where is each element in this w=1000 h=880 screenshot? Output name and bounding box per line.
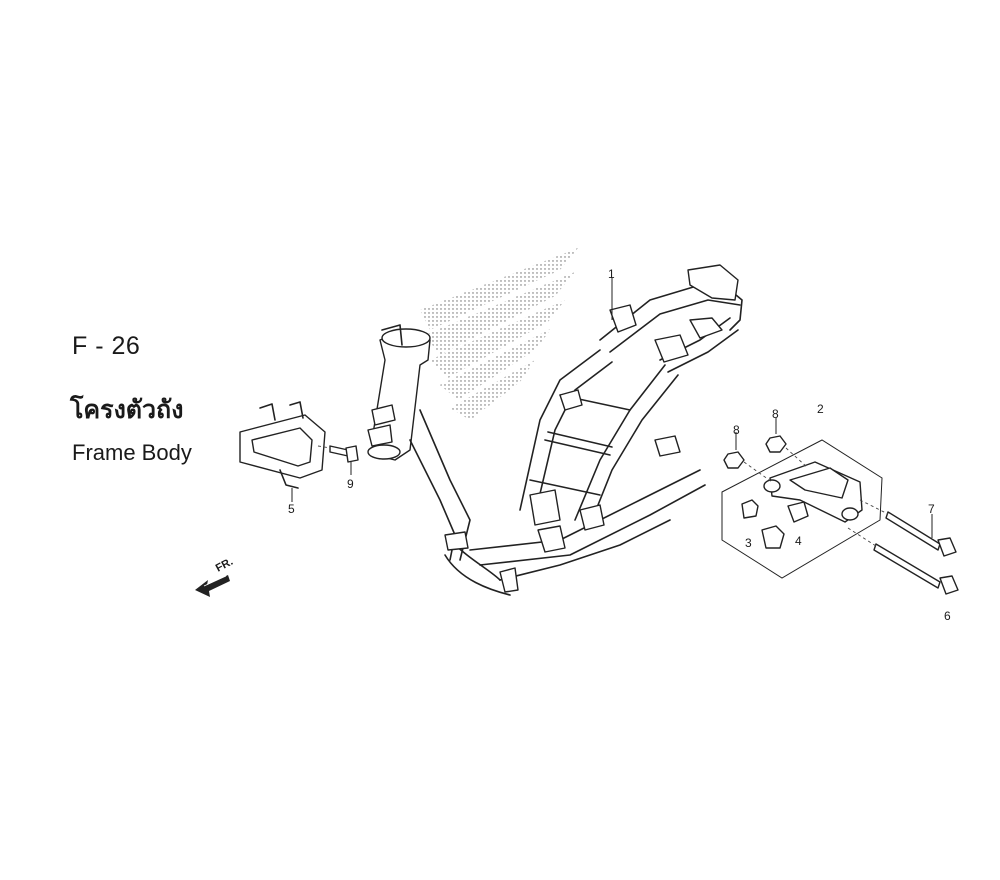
part-label-8b: 8 — [772, 407, 779, 421]
part-5-bracket — [239, 401, 326, 502]
page-title-thai: โครงตัวถัง — [70, 395, 184, 424]
front-direction-label: FR. — [214, 556, 235, 575]
part-label-2: 2 — [817, 402, 824, 416]
page-title-english: Frame Body — [72, 440, 192, 465]
part-label-5: 5 — [288, 502, 295, 516]
subassembly-box — [721, 418, 883, 579]
main-frame — [367, 264, 743, 596]
part-9-bolt — [317, 445, 359, 475]
part-label-6: 6 — [944, 609, 951, 623]
part-label-4: 4 — [795, 534, 802, 548]
part-6-7-bolts — [847, 499, 959, 595]
part-label-8a: 8 — [733, 423, 740, 437]
part-label-9: 9 — [347, 477, 354, 491]
part-label-1: 1 — [608, 267, 615, 281]
part-label-7: 7 — [928, 502, 935, 516]
front-direction-arrow: FR. — [195, 556, 235, 597]
page-code: F - 26 — [72, 332, 141, 360]
part-label-3: 3 — [745, 536, 752, 550]
wing-logo-watermark — [420, 248, 578, 420]
